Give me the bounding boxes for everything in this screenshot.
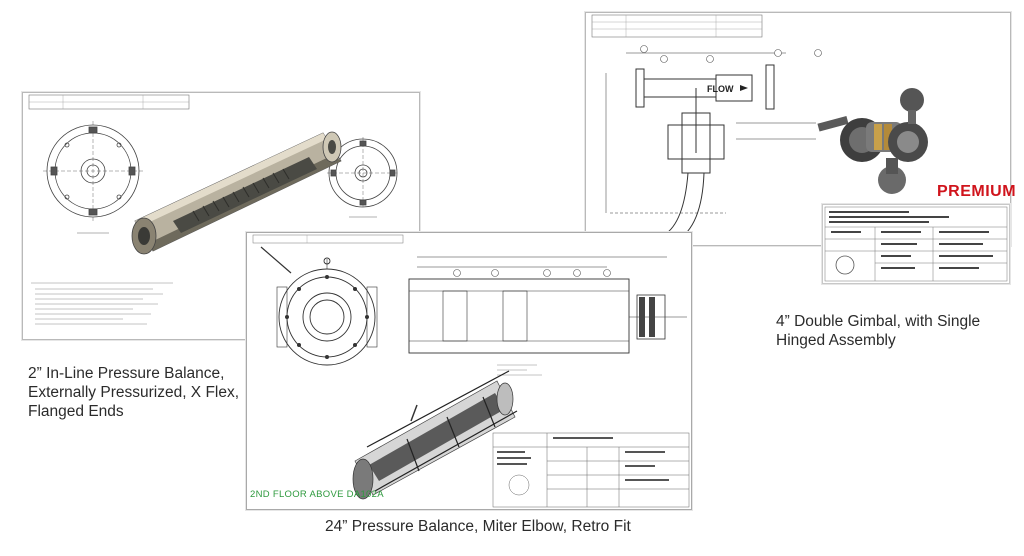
back-view-flange [327,137,399,209]
premium-badge: PREMIUM [937,183,1017,200]
inline-expansion-joint-3d [131,131,342,255]
miter-flange-end-view [260,246,378,366]
flow-label: FLOW [707,84,734,94]
miter-elbow-3d-model [352,370,518,500]
caption-inline-pressure-balance: 2” In-Line Pressure Balance, Externally … [28,365,240,420]
double-gimbal-3d-model [817,88,928,194]
front-view-flange [43,121,143,221]
miter-title-block [492,432,690,508]
caption-miter-elbow: 24” Pressure Balance, Miter Elbow, Retro… [325,518,631,535]
gimbal-title-block [822,204,1010,284]
caption-double-gimbal: 4” Double Gimbal, with Single Hinged Ass… [776,313,981,349]
miter-elbow-drawing [252,234,690,508]
floor-location-note: 2ND FLOOR ABOVE DA102A [250,489,384,500]
drawing-sheet-miter-elbow [246,232,692,510]
inline-pressure-balance-drawing [28,94,399,325]
drawing-sheet-inline-pressure-balance [22,92,420,340]
miter-section-view [408,256,687,354]
